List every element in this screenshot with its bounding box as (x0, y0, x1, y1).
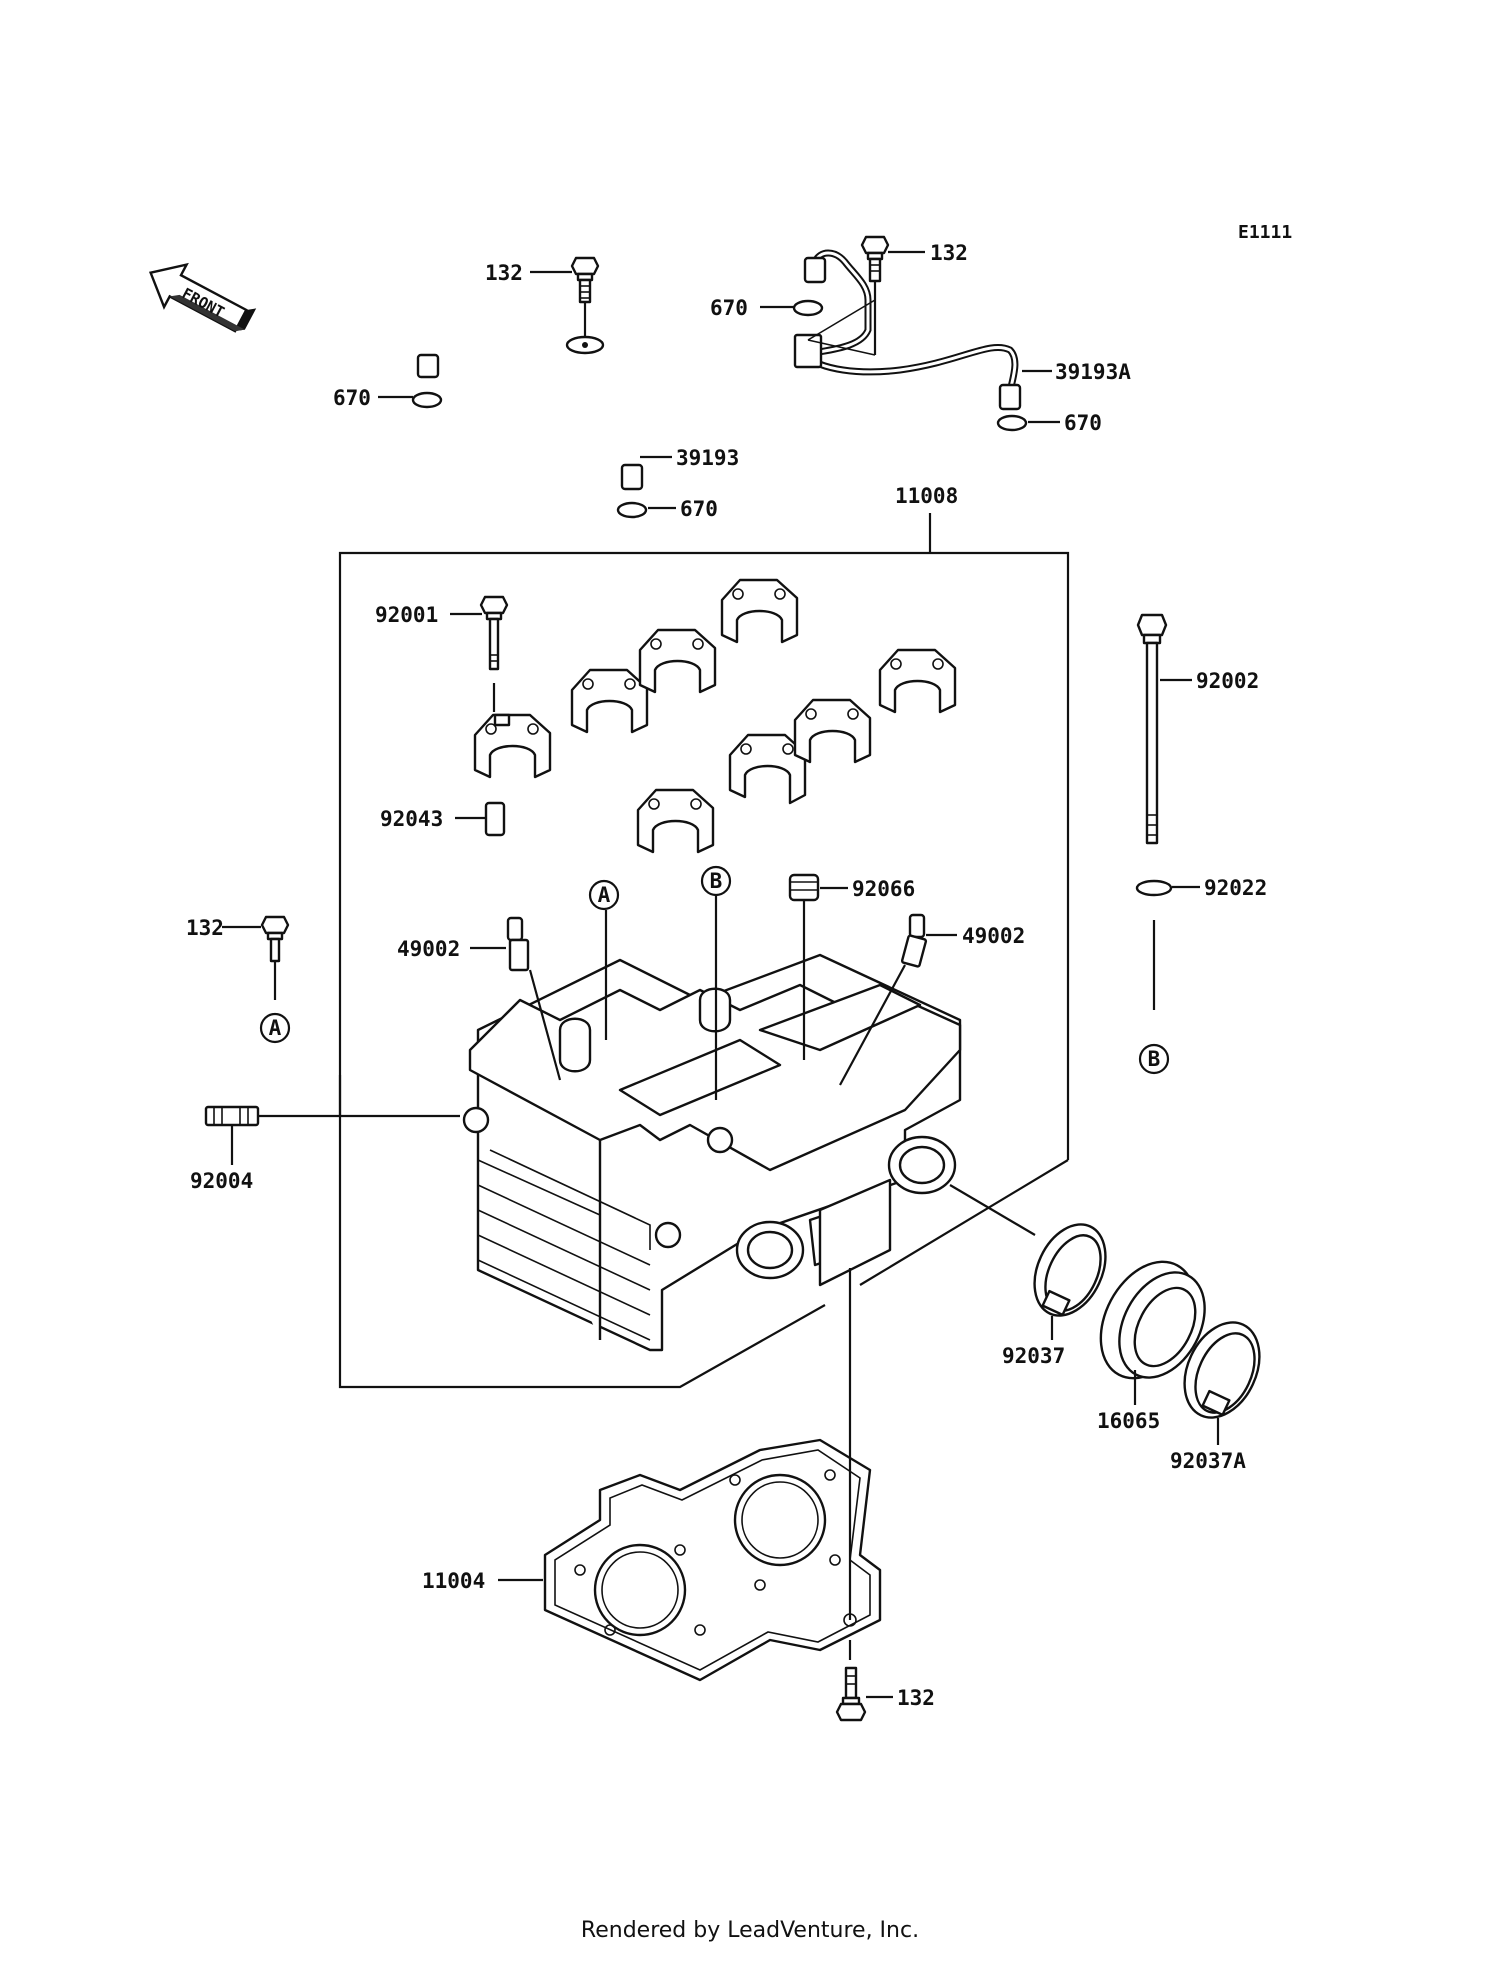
washer-92022 (1135, 879, 1173, 897)
head-gasket-11004 (543, 1438, 882, 1682)
holder-16065 (1099, 1260, 1206, 1405)
callout-670-c: 670 (710, 296, 748, 320)
bolt-49002-right (839, 913, 928, 1086)
callout-92037a: 92037A (1170, 1449, 1246, 1473)
dowel-pin-92043 (484, 801, 506, 837)
callout-92043: 92043 (380, 807, 443, 831)
o-ring-670-c (792, 299, 824, 317)
stud-92004 (204, 1105, 460, 1165)
callout-92002: 92002 (1196, 669, 1259, 693)
o-ring-670-a (411, 391, 443, 409)
bolt-132-d (835, 1666, 867, 1722)
callout-16065: 16065 (1097, 1409, 1160, 1433)
callout-39193a: 39193A (1055, 360, 1131, 384)
camshaft-caps (473, 578, 957, 854)
o-ring-670-d (996, 414, 1028, 432)
o-ring-670-b (616, 501, 648, 519)
cylinder-head-11008 (462, 953, 962, 1352)
front-arrow-icon: FRONT (148, 262, 257, 333)
ref-marker-b-top: B (700, 865, 732, 897)
callout-92066: 92066 (852, 877, 915, 901)
callout-92004: 92004 (190, 1169, 253, 1193)
bolt-132-a (570, 256, 600, 338)
callout-39193: 39193 (676, 446, 739, 470)
assembly-frame-11008 (338, 551, 1070, 1160)
svg-text:B: B (710, 869, 723, 893)
ref-marker-a-side: A (259, 1012, 291, 1044)
oil-pipe-39193 (416, 335, 644, 491)
ref-marker-b-side: B (1138, 1043, 1170, 1075)
bolt-49002-left (506, 916, 562, 1081)
callout-92022: 92022 (1204, 876, 1267, 900)
svg-text:A: A (598, 883, 611, 907)
footer-credit: Rendered by LeadVenture, Inc. (580, 1918, 920, 1943)
clamp-92037a (1183, 1321, 1261, 1445)
callout-49002-right: 49002 (962, 924, 1025, 948)
diagram-code: E1111 (1238, 222, 1293, 243)
callout-132-c: 132 (186, 916, 224, 940)
callout-132-d: 132 (897, 1686, 935, 1710)
callout-11008: 11008 (895, 484, 958, 508)
bolt-132-b (860, 235, 890, 355)
callout-670-a: 670 (333, 386, 371, 410)
callout-92001: 92001 (375, 603, 438, 627)
callout-132-b: 132 (930, 241, 968, 265)
oil-pipe-39193a (793, 249, 1022, 411)
ref-marker-a-top: A (588, 879, 620, 911)
callout-670-d: 670 (1064, 411, 1102, 435)
callout-92037: 92037 (1002, 1344, 1065, 1368)
callout-49002-left: 49002 (397, 937, 460, 961)
svg-text:A: A (269, 1016, 282, 1040)
plug-92066 (788, 873, 820, 1060)
clamp-92037 (1033, 1223, 1107, 1340)
callout-132-a: 132 (485, 261, 523, 285)
callout-670-b: 670 (680, 497, 718, 521)
bolt-92001 (479, 595, 509, 712)
bolt-132-c (260, 915, 290, 1000)
callout-11004: 11004 (422, 1569, 485, 1593)
svg-text:B: B (1148, 1047, 1161, 1071)
bolt-92002 (1136, 613, 1168, 845)
